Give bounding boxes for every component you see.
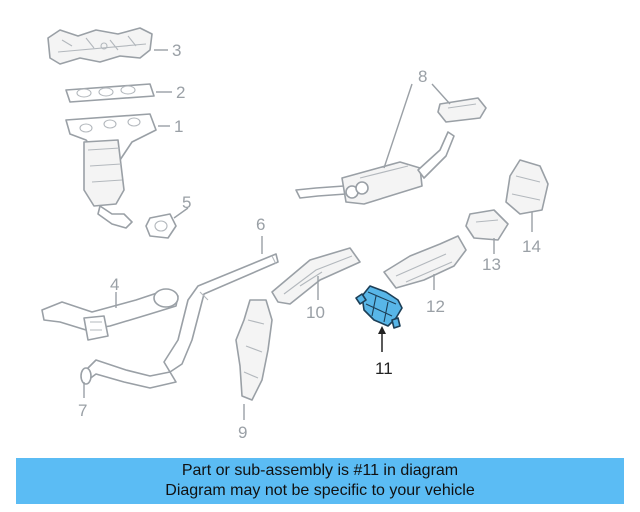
callout-10: 10 [306,303,325,322]
callout-3: 3 [172,41,181,60]
part-6-long-pipe [163,253,279,373]
info-banner: Part or sub-assembly is #11 in diagram D… [16,458,624,504]
banner-line-2: Diagram may not be specific to your vehi… [165,482,475,499]
callout-11: 11 [375,359,393,378]
callout-14: 14 [522,237,541,256]
part-12-heat-shield [383,235,467,289]
part-3-heat-shield [47,27,153,65]
arrow-11 [378,326,386,334]
leader-5 [173,207,189,219]
part-14-heat-shield [505,159,549,215]
part-10-heat-shield [271,247,361,305]
callout-5: 5 [182,193,191,212]
part-5-gasket [145,213,177,239]
callout-4: 4 [110,275,119,294]
part-9-heat-shield [235,299,273,401]
leader-8a [383,83,413,169]
callout-9: 9 [238,423,247,442]
callout-6: 6 [256,215,265,234]
callout-8: 8 [418,67,427,86]
part-13-bracket [465,209,509,241]
part-11-highlighted-bracket[interactable] [355,285,403,329]
part-1-exhaust-manifold [65,113,157,229]
callout-2: 2 [176,83,185,102]
banner-line-1: Part or sub-assembly is #11 in diagram [181,462,459,479]
part-8-muffler [295,97,487,205]
leader-8b [431,83,451,105]
callout-13: 13 [482,255,501,274]
exhaust-system-diagram: 3 2 1 5 4 7 [41,27,549,442]
callout-7: 7 [78,401,87,420]
part-2-manifold-gasket [65,83,155,103]
part-4-front-pipe [41,288,179,341]
callout-12: 12 [426,297,445,316]
callout-1: 1 [174,117,183,136]
part-7-intermediate-pipe [80,359,177,389]
